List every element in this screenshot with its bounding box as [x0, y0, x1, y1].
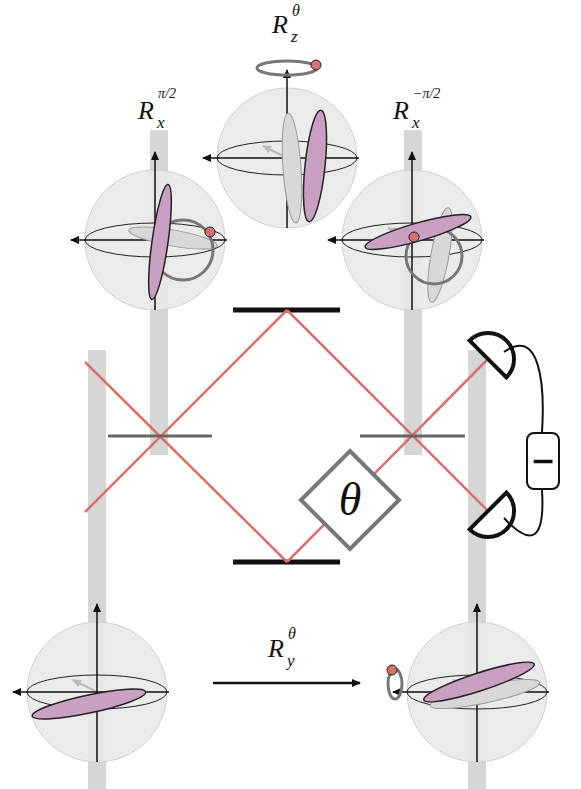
operator-superscript: θ: [292, 3, 300, 19]
operator-symbol: R: [272, 12, 288, 38]
operator-superscript: −π/2: [413, 87, 440, 101]
operator-subscript: x: [157, 114, 165, 131]
bloch-sphere: [71, 152, 227, 310]
operator-subscript: x: [412, 114, 420, 131]
operator-subscript: y: [287, 652, 295, 669]
rotation-arrow: [213, 682, 360, 685]
minus-sign: −: [530, 446, 555, 476]
bloch-sphere: [387, 604, 549, 762]
operator-symbol: R: [138, 98, 154, 124]
bloch-sphere: [203, 60, 359, 228]
subtractor-box: −: [526, 432, 559, 490]
bloch-sphere: [328, 152, 484, 310]
operator-superscript: π/2: [158, 87, 176, 101]
operator-symbol: R: [393, 98, 409, 124]
photodetector: [470, 333, 514, 537]
phase-diamond: θ: [298, 448, 402, 552]
laser-beam: [85, 310, 488, 562]
operator-symbol: R: [268, 636, 284, 662]
beam-splitter: [108, 435, 465, 438]
operator-superscript: θ: [288, 626, 296, 642]
phase-symbol: θ: [339, 477, 362, 523]
bloch-sphere: [13, 604, 169, 762]
operator-subscript: z: [291, 28, 298, 45]
